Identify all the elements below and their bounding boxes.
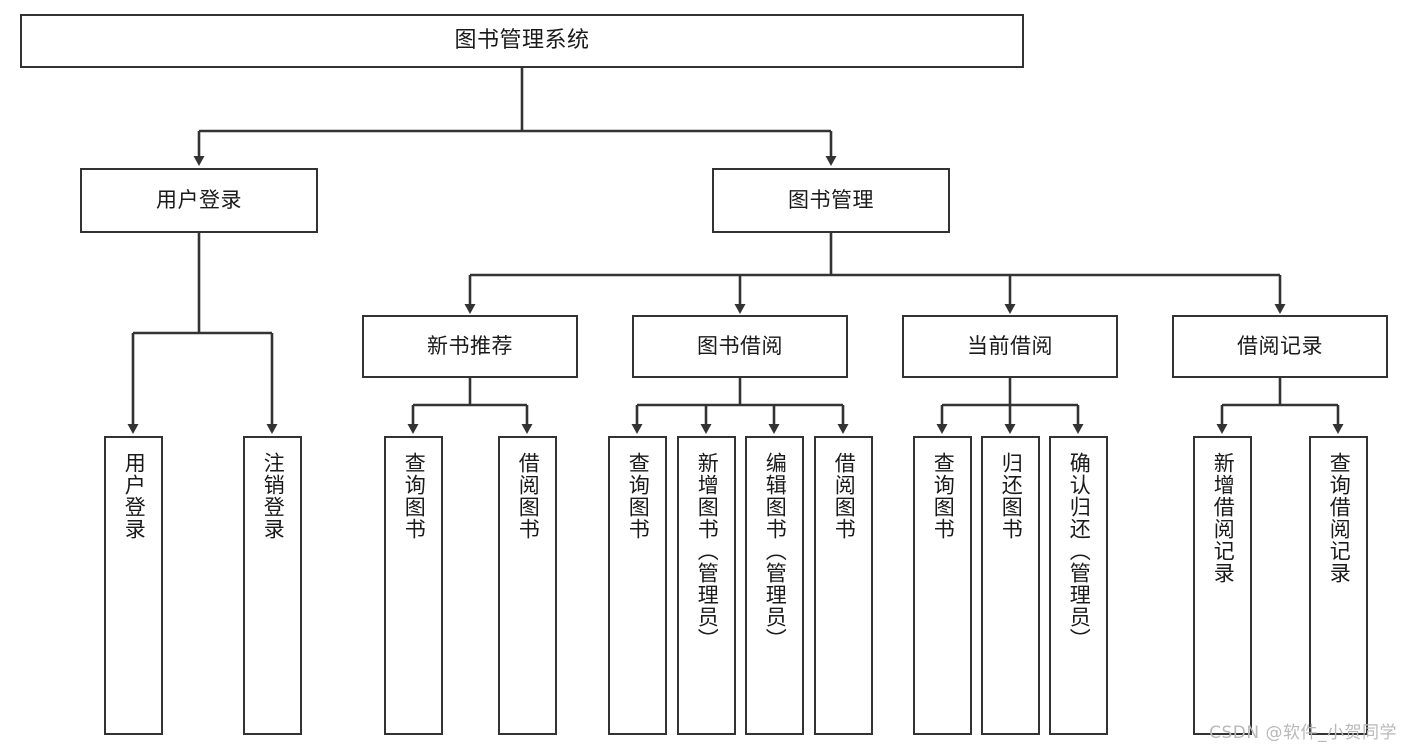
- leaf-user-login-logout[interactable]: 注销登录: [243, 436, 302, 735]
- node-label: 借阅图书: [516, 452, 541, 540]
- node-label: 查询图书: [931, 452, 956, 540]
- node-book-management[interactable]: 图书管理: [712, 168, 950, 233]
- node-label: 用户登录: [122, 452, 147, 540]
- leaf-user-login-login[interactable]: 用户登录: [104, 436, 163, 735]
- node-new-book-recommendation[interactable]: 新书推荐: [362, 315, 578, 378]
- node-current-borrowing[interactable]: 当前借阅: [902, 315, 1118, 378]
- leaf-book-borrow-borrow-book[interactable]: 借阅图书: [814, 436, 873, 735]
- node-label: 新增图书（管理员）: [695, 452, 720, 650]
- node-user-login[interactable]: 用户登录: [80, 168, 318, 233]
- node-label: 查询图书: [402, 452, 427, 540]
- node-label: 查询图书: [626, 452, 651, 540]
- node-label: 图书管理系统: [454, 28, 590, 54]
- leaf-current-borrow-query-book[interactable]: 查询图书: [913, 436, 972, 735]
- leaf-current-borrow-confirm-return-admin[interactable]: 确认归还（管理员）: [1049, 436, 1108, 735]
- node-label: 图书借阅: [697, 334, 783, 359]
- node-label: 查询借阅记录: [1327, 452, 1352, 584]
- node-label: 归还图书: [999, 452, 1024, 540]
- watermark-csdn: CSDN @软件_小贺同学: [1209, 723, 1397, 743]
- node-label: 图书管理: [788, 188, 874, 213]
- node-label: 编辑图书（管理员）: [763, 452, 788, 650]
- leaf-book-borrow-query-book[interactable]: 查询图书: [608, 436, 667, 735]
- node-label: 确认归还（管理员）: [1067, 452, 1092, 650]
- leaf-borrow-record-add-record[interactable]: 新增借阅记录: [1193, 436, 1252, 735]
- node-label: 新增借阅记录: [1211, 452, 1236, 584]
- leaf-book-borrow-add-book-admin[interactable]: 新增图书（管理员）: [677, 436, 736, 735]
- node-borrowing-record[interactable]: 借阅记录: [1172, 315, 1388, 378]
- leaf-borrow-record-query-record[interactable]: 查询借阅记录: [1309, 436, 1368, 735]
- node-label: 新书推荐: [427, 334, 513, 359]
- node-label: 当前借阅: [967, 334, 1053, 359]
- leaf-new-book-query-book[interactable]: 查询图书: [384, 436, 443, 735]
- node-label: 用户登录: [156, 188, 242, 213]
- leaf-current-borrow-return-book[interactable]: 归还图书: [981, 436, 1040, 735]
- node-root-book-management-system[interactable]: 图书管理系统: [20, 14, 1024, 68]
- node-book-borrowing[interactable]: 图书借阅: [632, 315, 848, 378]
- leaf-new-book-borrow-book[interactable]: 借阅图书: [498, 436, 557, 735]
- node-label: 注销登录: [261, 452, 286, 540]
- node-label: 借阅记录: [1237, 334, 1323, 359]
- leaf-book-borrow-edit-book-admin[interactable]: 编辑图书（管理员）: [745, 436, 804, 735]
- node-label: 借阅图书: [832, 452, 857, 540]
